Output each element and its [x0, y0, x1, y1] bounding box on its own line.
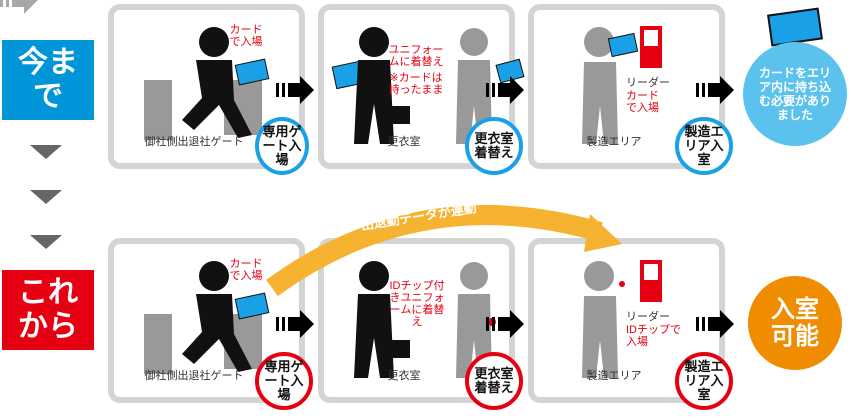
person-card-icon [331, 27, 525, 144]
locker-caption: 更衣室 [387, 136, 421, 148]
area-caption: 製造エリア [586, 136, 642, 148]
reader-label: リーダー [626, 77, 670, 89]
locker-note: ユニフォームに着替え [388, 44, 444, 68]
badge-gate-before: 専用ゲート入場 [255, 117, 309, 175]
badge-gate-after: 専用ゲート入場 [255, 352, 313, 410]
gate-note: カードで入場 [229, 258, 263, 282]
locker-caption: 更衣室 [387, 370, 421, 382]
gate-person-icon [144, 27, 270, 140]
down-arrows-icon [30, 145, 62, 249]
result-before: カードをエリア内に持ち込む必要がありました [743, 42, 847, 146]
gate-caption: 御社側出退社ゲート [144, 370, 244, 382]
person-chip-icon [354, 261, 496, 378]
area-note: カードで入場 [626, 90, 659, 114]
panel-area-after: リーダー IDチップで入場 製造エリア [528, 238, 725, 403]
after-label: これから [2, 270, 94, 350]
badge-locker-after: 更衣室着替え [465, 352, 523, 410]
badge-area-after: 製造エリア入室 [675, 352, 733, 410]
reader-person-icon [582, 260, 662, 378]
gate-caption: 御社側出退社ゲート [144, 136, 244, 148]
gate-person-icon [144, 261, 270, 374]
reader-label: リーダー [626, 311, 670, 323]
area-caption: 製造エリア [586, 370, 642, 382]
locker-note: IDチップ付きユニフォームに着替え [389, 280, 445, 328]
badge-locker-before: 更衣室着替え [465, 117, 523, 175]
panel-locker-after: IDチップ付きユニフォームに着替え 更衣室 [318, 238, 515, 403]
reader-person-icon [582, 26, 662, 144]
gate-note: カードで入場 [229, 24, 263, 48]
badge-area-before: 製造エリア入室 [675, 117, 733, 175]
before-label: 今まで [2, 40, 94, 120]
result-after: 入室可能 [748, 276, 842, 370]
area-note: IDチップで入場 [626, 324, 681, 348]
locker-note-2: ※カードは持ったまま [388, 72, 444, 96]
